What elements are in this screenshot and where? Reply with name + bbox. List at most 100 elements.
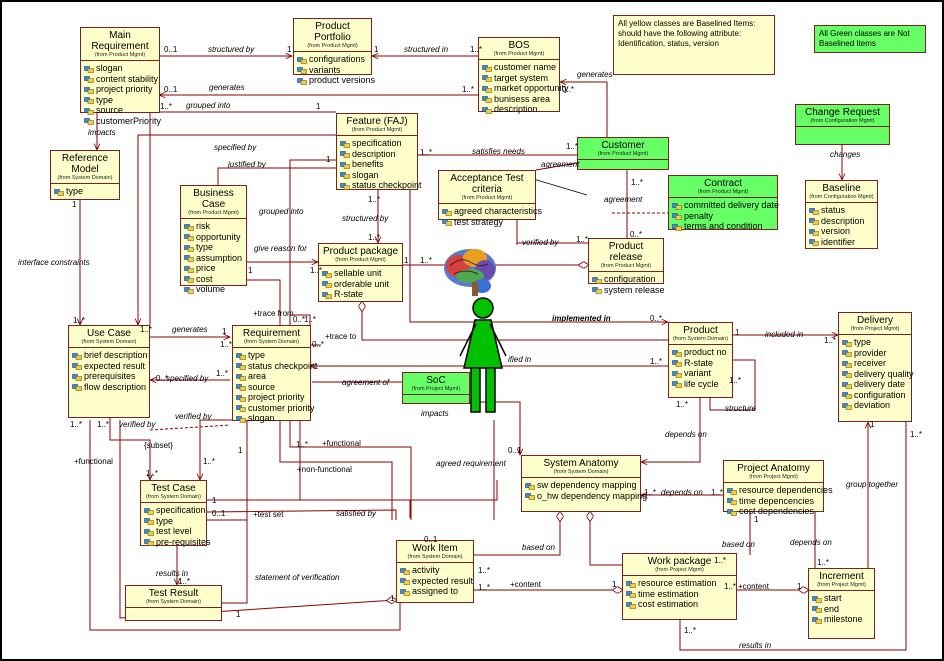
multiplicity: 1..* <box>566 142 579 151</box>
class-change-request[interactable]: Change Request(from Configuration Mgmt) <box>795 104 890 145</box>
multiplicity: 1..* <box>576 235 589 244</box>
class-test-result[interactable]: Test Result(from System Domain) <box>125 585 222 621</box>
class-acceptance[interactable]: Acceptance Test criteria(from Product Mg… <box>438 170 542 227</box>
class-package: (from System Domain) <box>145 494 201 500</box>
class-name: BOS <box>508 40 530 51</box>
multiplicity: 0..1 <box>424 535 438 544</box>
class-attributes <box>126 608 221 611</box>
label-structured-in: structured in <box>404 45 449 54</box>
class-feature[interactable]: Feature (FAJ)(from Product Mgmt)specific… <box>336 113 422 190</box>
class-use-case[interactable]: Use Case(from System Domain)brief descri… <box>68 325 150 418</box>
attribute-icon <box>184 265 194 273</box>
class-work-package[interactable]: Work package(from Project Mgmt) resource … <box>622 553 737 620</box>
attribute-text: life cycle <box>684 378 719 389</box>
attribute-icon <box>184 223 194 231</box>
class-header: Feature (FAJ)(from Product Mgmt) <box>337 114 417 136</box>
class-attribute: bunisess area <box>482 94 556 105</box>
class-attribute: delivery date <box>842 379 908 390</box>
class-name: Product <box>683 325 718 336</box>
attribute-icon <box>727 508 737 516</box>
label-depends-on: depends on <box>665 430 707 439</box>
class-test-case[interactable]: Test Case(from System Domain)specificati… <box>140 480 211 547</box>
attribute-icon <box>672 212 682 221</box>
attribute-text: slogan <box>352 169 379 180</box>
class-header: Increment(from Project Mgmt) <box>809 569 874 591</box>
class-attribute: customer name <box>482 62 556 73</box>
class-attribute: flow description <box>72 382 146 393</box>
class-name: Delivery <box>856 315 894 326</box>
attribute-icon <box>842 349 852 358</box>
class-attribute: slogan <box>84 63 156 74</box>
class-system-anatomy[interactable]: System Anatomy(from System Domain)sw dep… <box>521 455 647 512</box>
class-name: Customer <box>601 140 645 151</box>
label-depends-on-3: depends on <box>790 538 832 547</box>
attribute-text: resource estimation <box>638 578 717 588</box>
class-main-requirement[interactable]: Main Requirement(from Product Mgmt)sloga… <box>80 27 161 126</box>
class-header: Work package(from Project Mgmt) <box>623 554 736 576</box>
multiplicity: 1..* <box>420 148 433 157</box>
attribute-icon <box>842 391 852 400</box>
class-package: (from System Domain) <box>57 175 113 181</box>
attribute-text: type <box>66 186 84 196</box>
multiplicity: 0..* <box>293 315 306 324</box>
attribute-text: slogan <box>96 63 123 73</box>
class-attribute: description <box>482 104 556 115</box>
attribute-icon <box>84 65 94 73</box>
class-reference-model[interactable]: Reference Model(from System Domain)type <box>50 150 120 200</box>
class-project-anatomy[interactable]: Project Anatomy(from Project Mgmt)resour… <box>723 460 833 516</box>
attribute-icon <box>727 487 737 495</box>
attribute-text: customerPriority <box>96 115 162 126</box>
multiplicity: 1 <box>248 266 253 275</box>
multiplicity: 1 <box>735 328 740 337</box>
multiplicity: 1..* <box>650 357 663 366</box>
class-attribute: product no <box>672 347 729 358</box>
brain-image <box>444 249 496 296</box>
label-specified-by-2: specified by <box>166 374 209 383</box>
class-contract[interactable]: Contract(from Product Mgmt)committed del… <box>668 175 779 231</box>
class-product-portfolio[interactable]: Product Portfolio(from Product Mgmt)conf… <box>293 18 375 85</box>
class-product-release[interactable]: Product release(from Product Mgmt)config… <box>588 238 665 295</box>
label-generates-customer: generates <box>577 70 613 79</box>
class-package: (from Project Mgmt) <box>655 567 704 573</box>
attribute-text: type <box>248 350 266 360</box>
class-soc[interactable]: SoC(from Project Mgmt) <box>402 372 470 404</box>
attribute-icon <box>236 404 246 413</box>
attribute-icon <box>482 95 492 104</box>
class-name: Test Case <box>151 483 196 494</box>
attribute-icon <box>340 140 350 148</box>
class-customer[interactable]: Customer(from Product Mgmt) <box>577 137 669 170</box>
multiplicity: 1..* <box>462 85 475 94</box>
class-header: BOS(from Product Mgmt) <box>479 38 559 60</box>
attribute-text: sellable unit <box>334 268 382 278</box>
attribute-text: bunisess area <box>494 93 551 104</box>
class-name: System Anatomy <box>543 458 619 469</box>
class-package: (from System Domain) <box>553 469 609 475</box>
class-name: Product Portfolio <box>314 21 351 43</box>
attribute-text: area <box>248 371 267 381</box>
attribute-text: source <box>248 381 276 392</box>
class-product-package[interactable]: Product package(from Product Mgmt)sellab… <box>318 243 403 302</box>
attribute-text: expected result <box>412 575 474 586</box>
label-content-2: +content <box>738 582 769 591</box>
attribute-icon <box>72 383 82 392</box>
label-based-on-2: based on <box>722 540 755 549</box>
class-header: Requirement(from System Domain) <box>233 326 310 348</box>
attribute-icon <box>340 150 350 159</box>
class-package: (from Product Mgmt) <box>351 127 403 133</box>
label-content: +content <box>510 580 541 589</box>
attribute-text: cost <box>196 273 213 284</box>
